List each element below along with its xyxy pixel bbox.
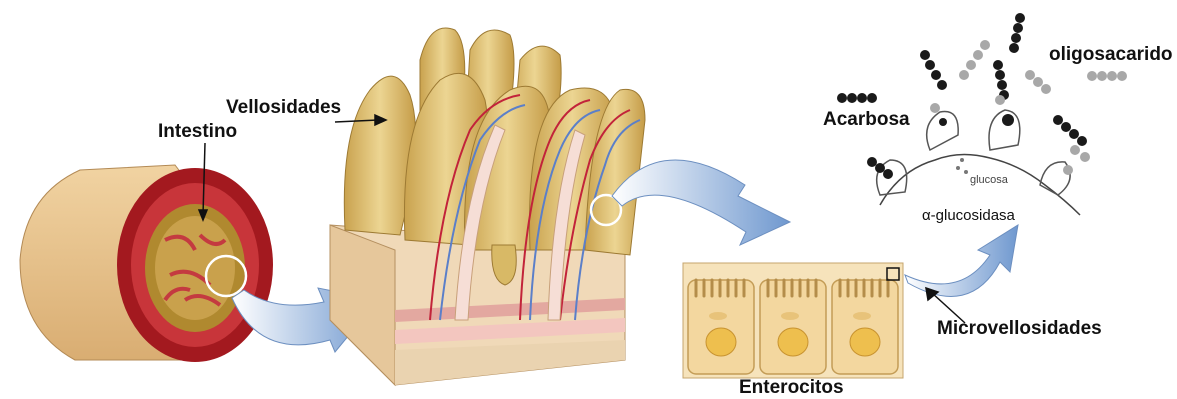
label-glucosa: glucosa [970,174,1008,186]
label-oligosacarido: oligosacarido [1049,44,1173,66]
acarbose-legend [837,93,877,103]
label-microvellosidades: Microvellosidades [937,318,1102,340]
label-alpha-glucosidasa: α-glucosidasa [922,207,1015,224]
arrow-villi-to-enterocytes [612,160,790,245]
arrow-microvilli-to-enzyme [905,225,1018,296]
oligosaccharide-legend [1087,71,1127,81]
label-enterocitos: Enterocitos [739,377,844,399]
villi-block [330,28,645,385]
enterocytes-panel [683,263,903,378]
label-vellosidades: Vellosidades [226,97,341,119]
intestine-tube [20,165,273,362]
label-intestino: Intestino [158,121,237,143]
glucose-dots [956,158,968,174]
label-acarbosa: Acarbosa [823,109,910,131]
acarbose-molecules [867,13,1087,179]
